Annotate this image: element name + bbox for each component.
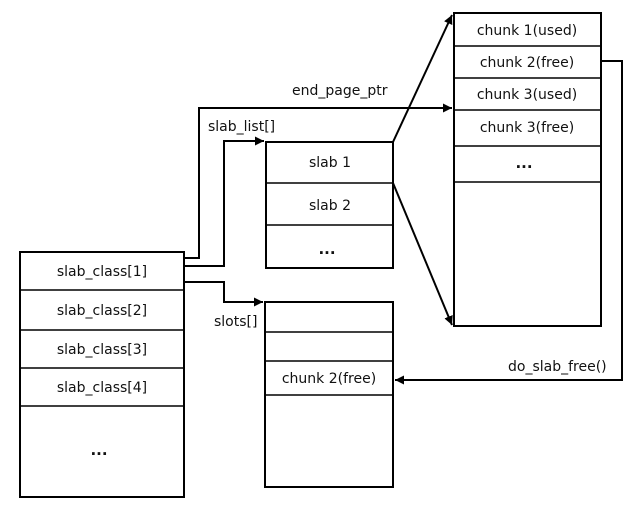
slab-class-row: slab_class[4] — [57, 380, 147, 396]
slab-class-table: slab_class[1] slab_class[2] slab_class[3… — [19, 251, 185, 498]
do-slab-free-label: do_slab_free() — [508, 359, 607, 375]
slab-class-row: slab_class[1] — [57, 264, 147, 280]
chunk-row: chunk 3(free) — [480, 120, 574, 136]
end-page-ptr-label: end_page_ptr — [292, 83, 388, 99]
chunk-row: chunk 3(used) — [477, 87, 577, 103]
slab-list-ellipsis: ... — [318, 240, 335, 258]
slab-list-table-border — [265, 141, 394, 269]
chunk-row: chunk 1(used) — [477, 23, 577, 39]
slots-row: chunk 2(free) — [282, 371, 376, 387]
do-slab-free-arrow — [395, 60, 623, 385]
chunk-row: chunk 2(free) — [480, 55, 574, 71]
slots-label: slots[] — [214, 314, 257, 330]
slab-class-row: slab_class[2] — [57, 303, 147, 319]
chunk-ellipsis: ... — [515, 154, 532, 172]
chunk-table: chunk 1(used) chunk 2(free) chunk 3(used… — [453, 12, 602, 327]
slab1-to-chunks-bottom-arrow — [392, 182, 453, 326]
chunk-table-border — [453, 12, 602, 327]
slab-list-arrow — [184, 136, 264, 267]
slots-table: slots[] chunk 2(free) — [214, 301, 394, 488]
slab1-to-chunks-top-arrow — [392, 14, 453, 143]
slab-class-table-border — [19, 251, 185, 498]
end-page-ptr-arrow — [184, 103, 452, 259]
slab-class-row: slab_class[3] — [57, 342, 147, 358]
slab-list-table: slab_list[] slab 1 slab 2 ... — [208, 119, 394, 269]
slab-class-ellipsis: ... — [90, 441, 107, 459]
slots-arrow — [184, 281, 263, 307]
slab-list-row: slab 2 — [309, 198, 351, 214]
slab-list-label: slab_list[] — [208, 119, 275, 135]
slab-list-row: slab 1 — [309, 155, 351, 171]
